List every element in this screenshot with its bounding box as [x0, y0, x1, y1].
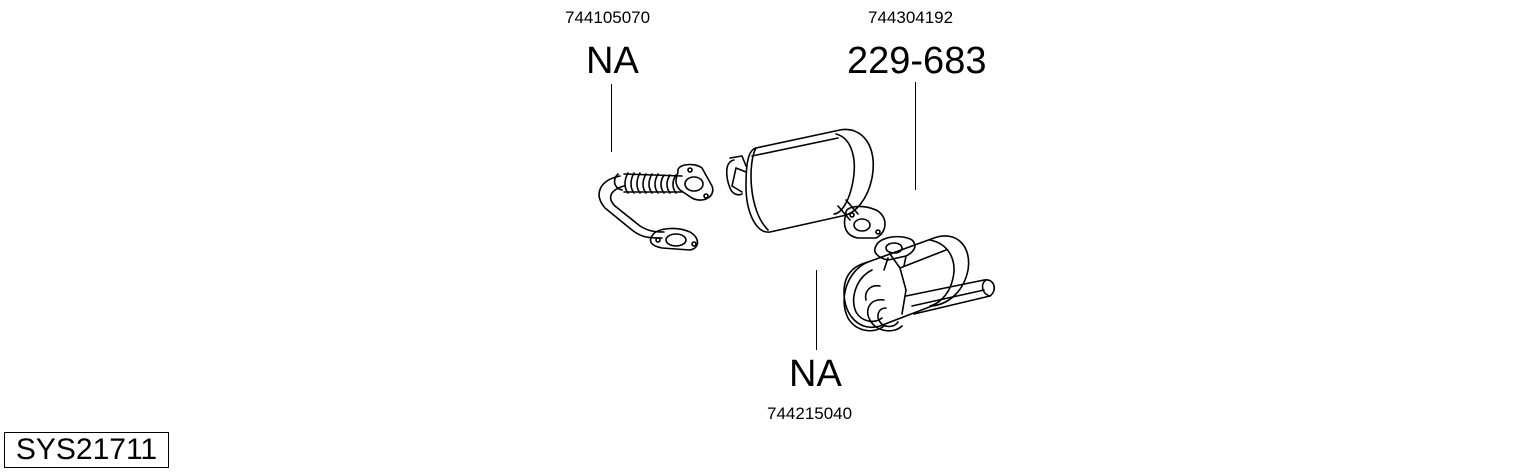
- rear-silencer-part-number: 744215040: [767, 404, 853, 423]
- catalyst-part-number: 744304192: [868, 8, 954, 27]
- catalyst-leader-line: [915, 82, 916, 190]
- front-pipe-ref-label: NA: [586, 40, 639, 82]
- front-pipe-drawing: [598, 163, 714, 251]
- front-pipe-part-number: 744105070: [565, 8, 651, 27]
- rear-silencer-ref-label: NA: [789, 353, 842, 395]
- rear-silencer-drawing: [843, 235, 996, 332]
- system-code-box: SYS21711: [4, 432, 169, 468]
- catalyst-ref-label: 229-683: [847, 40, 987, 82]
- front-pipe-leader-line: [611, 84, 612, 152]
- catalyst-drawing: [725, 128, 886, 239]
- rear-silencer-leader-line: [816, 270, 817, 350]
